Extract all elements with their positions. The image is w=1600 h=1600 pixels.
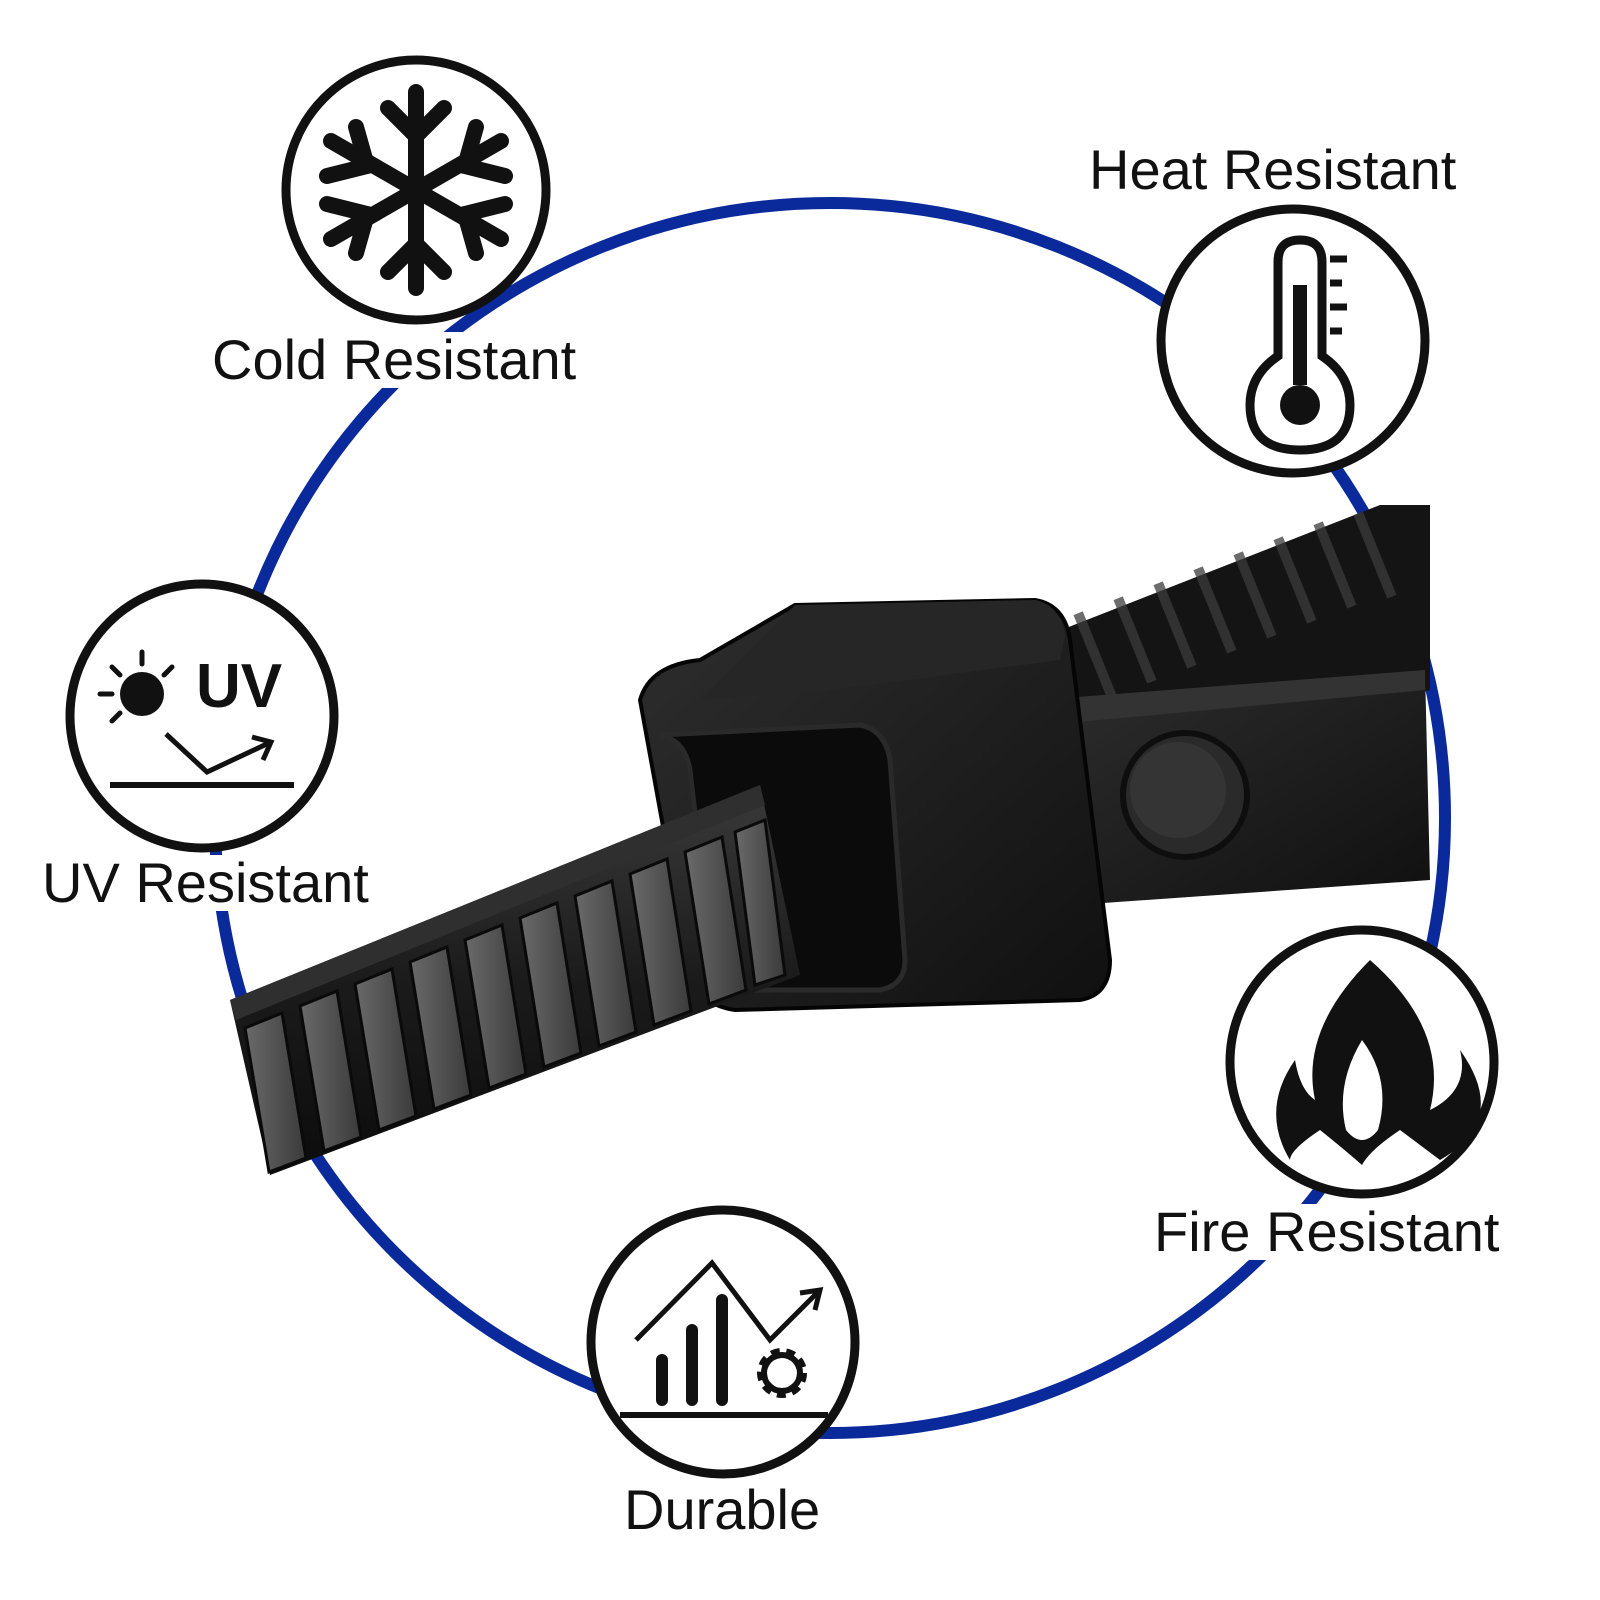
cable-tie-image <box>230 505 1430 1175</box>
uv-badge-text: UV <box>196 652 282 721</box>
gear-icon <box>757 1348 807 1398</box>
uv-resistant-label: UV Resistant <box>36 855 375 911</box>
cold-resistant-label: Cold Resistant <box>206 332 583 388</box>
flame-icon <box>1276 960 1481 1165</box>
fire-resistant-label: Fire Resistant <box>1148 1204 1506 1260</box>
cold-resistant-badge <box>281 55 551 325</box>
durable-badge <box>586 1205 860 1479</box>
heat-resistant-badge <box>1156 204 1430 478</box>
uv-resistant-badge: UV <box>65 579 339 853</box>
snowflake-icon <box>319 84 513 296</box>
fire-resistant-badge <box>1225 925 1499 1199</box>
durability-chart-icon <box>620 1259 828 1418</box>
thermometer-icon <box>1245 235 1355 455</box>
heat-resistant-label: Heat Resistant <box>1083 142 1463 198</box>
durable-label: Durable <box>618 1482 827 1538</box>
uv-icon: UV <box>97 649 294 788</box>
